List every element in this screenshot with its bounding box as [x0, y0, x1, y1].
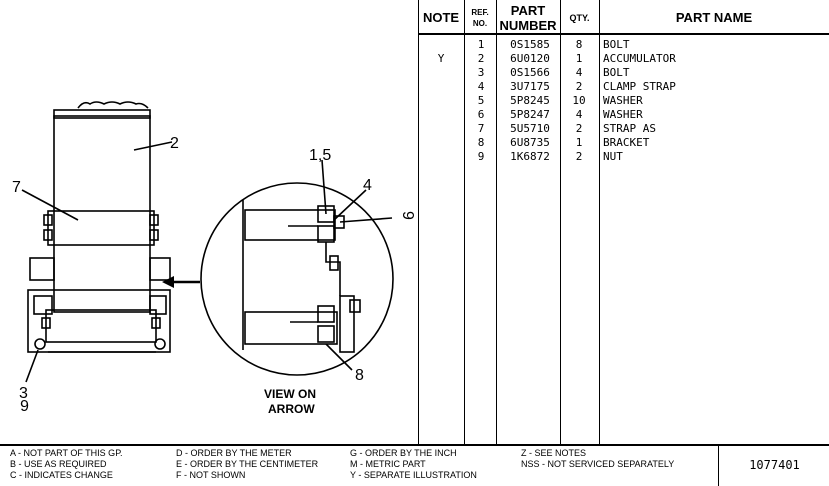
header-part-line1: PART [510, 2, 546, 18]
row-qty: 4 [575, 108, 583, 121]
legend-item: F - NOT SHOWN [176, 470, 246, 480]
header-rule [418, 33, 829, 35]
header-part-line2: NUMBER [499, 17, 557, 33]
legend-item: B - USE AS REQUIRED [10, 459, 107, 469]
row-qty: 2 [575, 150, 583, 163]
row-part-name: NUT [603, 150, 623, 163]
drawing-number: 1077401 [749, 458, 800, 472]
row-qty: 8 [575, 38, 583, 51]
table-row: 3 0S1566 4 BOLT [418, 66, 829, 80]
row-qty: 2 [575, 80, 583, 93]
legend-item: E - ORDER BY THE CENTIMETER [176, 459, 319, 469]
legend-item: C - INDICATES CHANGE [10, 470, 113, 480]
table-row: 1 0S1585 8 BOLT [418, 38, 829, 52]
row-qty: 10 [572, 94, 586, 107]
legend-column-1: A - NOT PART OF THIS GP. B - USE AS REQU… [10, 448, 123, 481]
row-ref: 3 [477, 66, 485, 79]
column-divider [599, 0, 600, 444]
header-part-name: PART NAME [675, 10, 753, 25]
legend-strip: A - NOT PART OF THIS GP. B - USE AS REQU… [0, 444, 829, 486]
row-ref: 4 [477, 80, 485, 93]
row-part-number: 5U5710 [510, 122, 550, 135]
table-row: Y 2 6U0120 1 ACCUMULATOR [418, 52, 829, 66]
row-ref: 1 [477, 38, 485, 51]
view-caption-line2: ARROW [268, 402, 315, 416]
table-body: 1 0S1585 8 BOLT Y 2 6U0120 1 ACCUMULATOR… [418, 38, 829, 164]
header-ref-no: REF. NO. [464, 2, 496, 33]
row-ref: 8 [477, 136, 485, 149]
legend-column-3: G - ORDER BY THE INCH M - METRIC PART Y … [350, 448, 477, 481]
row-part-name: BOLT [603, 38, 630, 51]
row-part-number: 6U8735 [510, 136, 550, 149]
header-part-number: PART NUMBER [496, 2, 560, 33]
column-divider [464, 0, 465, 444]
row-part-name: ACCUMULATOR [603, 52, 676, 65]
row-qty: 2 [575, 122, 583, 135]
row-part-name: WASHER [603, 108, 643, 121]
callout-clamp-strap: 4 [363, 177, 372, 194]
callout-nut: 9 [399, 211, 416, 220]
row-part-number: 0S1585 [510, 38, 550, 51]
callout-bracket-corner: 6 [20, 396, 29, 413]
row-ref: 9 [477, 150, 485, 163]
callout-bracket: 8 [355, 367, 364, 384]
row-part-name: BOLT [603, 66, 630, 79]
table-row: 5 5P8245 10 WASHER [418, 94, 829, 108]
table-row: 9 1K6872 2 NUT [418, 150, 829, 164]
view-caption-line1: VIEW ON [264, 387, 316, 401]
parts-illustration: 2 7 3 6 1,5 4 9 8 VIEW ON ARROW [0, 0, 418, 440]
parts-list-table: NOTE REF. NO. PART NUMBER QTY. PART NAME… [418, 0, 829, 444]
legend-divider [718, 446, 719, 486]
row-part-name: WASHER [603, 94, 643, 107]
legend-item: A - NOT PART OF THIS GP. [10, 448, 123, 458]
row-part-number: 0S1566 [510, 66, 550, 79]
legend-item: M - METRIC PART [350, 459, 426, 469]
row-part-name: BRACKET [603, 136, 650, 149]
header-qty: QTY. [569, 12, 590, 23]
row-part-number: 5P8245 [510, 94, 550, 107]
header-ref-line1: REF. [471, 7, 489, 17]
legend-item: G - ORDER BY THE INCH [350, 448, 457, 458]
legend-item: Y - SEPARATE ILLUSTRATION [350, 470, 477, 480]
row-ref: 7 [477, 122, 485, 135]
callout-bolt: 3 [19, 385, 28, 402]
legend-item: D - ORDER BY THE METER [176, 448, 292, 458]
callout-strap: 7 [12, 179, 21, 196]
row-part-name: CLAMP STRAP [603, 80, 676, 93]
header-ref-line2: NO. [472, 18, 488, 28]
row-ref: 6 [477, 108, 485, 121]
column-divider [496, 0, 497, 444]
view-arrow-icon [162, 276, 200, 288]
table-row: 8 6U8735 1 BRACKET [418, 136, 829, 150]
row-ref: 2 [477, 52, 485, 65]
header-note: NOTE [422, 10, 460, 25]
row-qty: 1 [575, 136, 583, 149]
row-part-number: 3U7175 [510, 80, 550, 93]
table-row: 7 5U5710 2 STRAP AS [418, 122, 829, 136]
table-row: 6 5P8247 4 WASHER [418, 108, 829, 122]
row-note: Y [437, 52, 445, 65]
row-part-number: 1K6872 [510, 150, 550, 163]
row-qty: 1 [575, 52, 583, 65]
callout-accumulator: 2 [170, 135, 179, 152]
callout-bolt-washer: 1,5 [309, 147, 331, 164]
legend-column-4: Z - SEE NOTES NSS - NOT SERVICED SEPARAT… [521, 448, 674, 470]
legend-column-2: D - ORDER BY THE METER E - ORDER BY THE … [176, 448, 318, 481]
column-divider [560, 0, 561, 444]
accumulator-drawing: 2 7 3 6 1,5 4 9 8 VIEW ON ARROW [12, 101, 416, 416]
row-part-number: 6U0120 [510, 52, 550, 65]
row-part-name: STRAP AS [603, 122, 656, 135]
table-row: 4 3U7175 2 CLAMP STRAP [418, 80, 829, 94]
legend-item: Z - SEE NOTES [521, 448, 587, 458]
row-qty: 4 [575, 66, 583, 79]
row-ref: 5 [477, 94, 485, 107]
legend-item: NSS - NOT SERVICED SEPARATELY [521, 459, 675, 469]
row-part-number: 5P8247 [510, 108, 550, 121]
table-border-left [418, 0, 419, 444]
